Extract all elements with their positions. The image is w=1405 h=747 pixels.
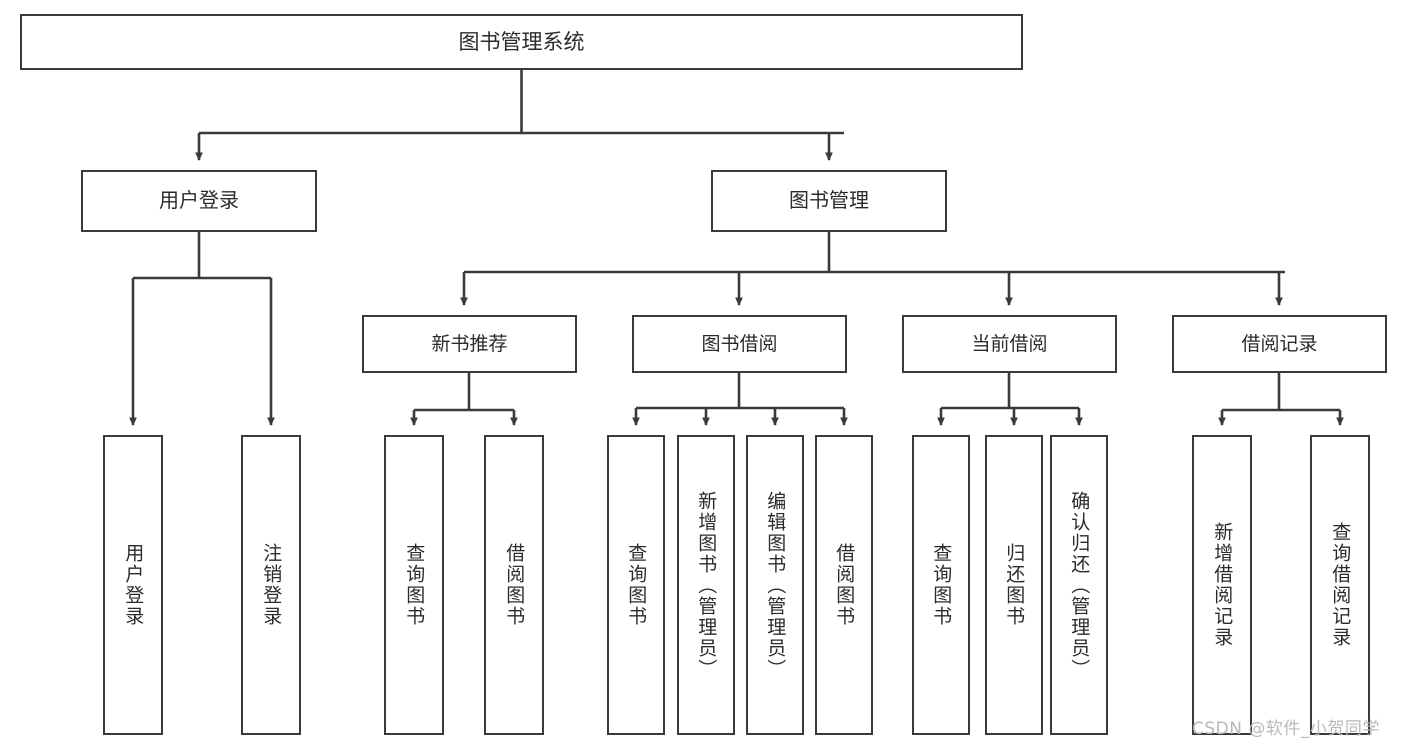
node-book-borrow[interactable]: 图书借阅 [632,315,847,373]
node-leaf-return-book[interactable]: 归还图书 [985,435,1043,735]
node-current-borrow[interactable]: 当前借阅 [902,315,1117,373]
node-leaf-borrow-book-recommend[interactable]: 借阅图书 [484,435,544,735]
node-leaf-borrow-book[interactable]: 借阅图书 [815,435,873,735]
node-root-book-management-system[interactable]: 图书管理系统 [20,14,1023,70]
node-leaf-query-book-borrow[interactable]: 查询图书 [607,435,665,735]
node-leaf-add-book-admin[interactable]: 新增图书（管理员） [677,435,735,735]
node-leaf-user-logout[interactable]: 注销登录 [241,435,301,735]
csdn-watermark: CSDN @软件_小贺同学 [1192,719,1380,739]
node-new-book-recommend[interactable]: 新书推荐 [362,315,577,373]
node-leaf-query-borrow-record[interactable]: 查询借阅记录 [1310,435,1370,735]
node-borrow-record[interactable]: 借阅记录 [1172,315,1387,373]
node-leaf-query-book-current[interactable]: 查询图书 [912,435,970,735]
node-book-management[interactable]: 图书管理 [711,170,947,232]
node-leaf-edit-book-admin[interactable]: 编辑图书（管理员） [746,435,804,735]
node-leaf-user-login[interactable]: 用户登录 [103,435,163,735]
node-leaf-add-borrow-record[interactable]: 新增借阅记录 [1192,435,1252,735]
node-user-login[interactable]: 用户登录 [81,170,317,232]
node-leaf-confirm-return-admin[interactable]: 确认归还（管理员） [1050,435,1108,735]
node-leaf-query-book-recommend[interactable]: 查询图书 [384,435,444,735]
